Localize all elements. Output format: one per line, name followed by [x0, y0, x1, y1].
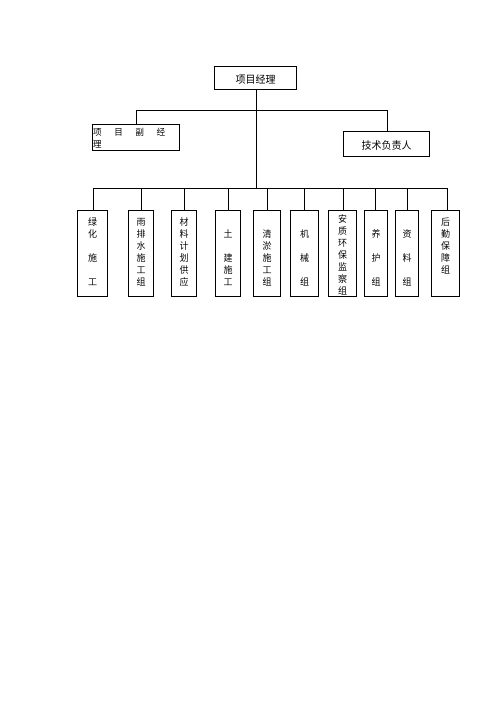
group-label-greening: 绿化 施 工	[87, 218, 97, 288]
group-box-materials: 材料计划供应	[171, 210, 197, 297]
group-label-documents: 资 料 组	[402, 230, 412, 288]
group-label-logistics: 后勤保障组	[440, 218, 450, 276]
group-box-documents: 资 料 组	[395, 210, 419, 297]
technical-lead-box: 技术负责人	[343, 131, 430, 157]
connector-g4	[228, 188, 229, 210]
connector-g2	[141, 188, 142, 210]
deputy-manager-label: 项 目 副 经 理	[93, 127, 171, 150]
connector-g6	[304, 188, 305, 210]
connector-root-down	[256, 89, 257, 110]
root-label: 项目经理	[235, 74, 276, 86]
group-label-civil: 土 建施工	[223, 230, 233, 288]
group-box-maintenance: 养 护 组	[364, 210, 388, 297]
group-box-civil: 土 建施工	[215, 210, 241, 297]
deputy-manager-box: 项 目 副 经 理	[92, 124, 180, 151]
group-label-materials: 材料计划供应	[179, 218, 189, 288]
group-label-maintenance: 养 护 组	[371, 230, 381, 288]
connector-g9	[407, 188, 408, 210]
group-box-logistics: 后勤保障组	[431, 210, 460, 297]
group-box-drainage: 雨排水施工组	[128, 210, 154, 297]
group-box-machinery: 机 械 组	[290, 210, 319, 297]
connector-groups-bar	[93, 188, 447, 189]
root-box-project-manager: 项目经理	[214, 66, 297, 90]
group-box-greening: 绿化 施 工	[77, 210, 108, 297]
group-box-dredging: 清淤施工组	[253, 210, 281, 297]
connector-main-down	[256, 110, 257, 188]
connector-g7	[343, 188, 344, 210]
group-label-safety-quality: 安质环保监察组	[337, 215, 347, 297]
group-label-machinery: 机 械 组	[299, 230, 309, 288]
connector-tech-up	[387, 110, 388, 131]
connector-g8	[375, 188, 376, 210]
group-label-dredging: 清淤施工组	[262, 230, 272, 288]
connector-g5	[267, 188, 268, 210]
connector-g10	[447, 188, 448, 210]
connector-deputy-up	[136, 110, 137, 124]
technical-lead-label: 技术负责人	[361, 140, 412, 152]
group-label-drainage: 雨排水施工组	[136, 218, 146, 288]
group-box-safety-quality: 安质环保监察组	[328, 210, 357, 297]
connector-g3	[184, 188, 185, 210]
connector-g1	[93, 188, 94, 210]
connector-deputy-tech-bar	[136, 110, 388, 111]
